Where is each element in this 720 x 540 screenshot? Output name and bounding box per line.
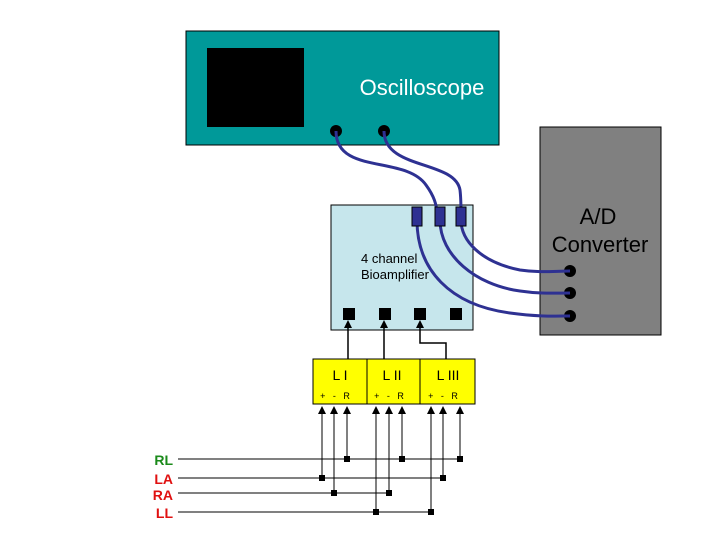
lead-box-3: L III + - R xyxy=(419,358,476,405)
electrode-label-ll: LL xyxy=(156,505,174,521)
bioamplifier-input-3 xyxy=(414,308,426,320)
lead-boxes: L I + - R L II + - R L III + - R xyxy=(312,358,476,405)
electrode-labels: RL LA RA LL xyxy=(153,452,174,521)
connector-2 xyxy=(434,206,446,227)
bioamplifier-label-line2: Bioamplifier xyxy=(361,267,430,282)
junction-dot xyxy=(344,456,350,462)
ad-converter-body xyxy=(539,126,662,336)
oscilloscope-screen xyxy=(207,48,304,127)
cable-converter-3 xyxy=(415,219,571,318)
electrode-label-la: LA xyxy=(154,471,173,487)
connector-1 xyxy=(411,206,423,227)
terminal-leads xyxy=(318,406,464,512)
junction-dot xyxy=(399,456,405,462)
junction-dot xyxy=(440,475,446,481)
lead-box-terminals: + - R xyxy=(428,391,458,401)
lead-box-1: L I + - R xyxy=(312,358,369,405)
cable-converter-2 xyxy=(438,219,571,295)
cable-converter-1 xyxy=(459,219,571,274)
oscilloscope-label: Oscilloscope xyxy=(360,75,485,100)
bioamplifier-input-2 xyxy=(379,308,391,320)
connector-3 xyxy=(455,206,467,227)
signal-cables xyxy=(334,130,571,318)
bioamplifier-label-line1: 4 channel xyxy=(361,251,417,266)
junction-dot xyxy=(331,490,337,496)
wire-lead3-amp xyxy=(416,320,447,359)
lead-box-terminals: + - R xyxy=(320,391,350,401)
lead-to-amplifier-wires xyxy=(344,320,447,359)
bioamplifier-input-4 xyxy=(450,308,462,320)
lead-box-label: L I xyxy=(332,367,347,383)
cable-scope-2 xyxy=(382,130,463,216)
lead-box-terminals: + - R xyxy=(374,391,404,401)
bioamplifier-input-1 xyxy=(343,308,355,320)
ad-converter-label-line1: A/D xyxy=(580,204,617,229)
bioamplifier: 4 channel Bioamplifier xyxy=(330,204,474,331)
electrode-bus xyxy=(178,458,460,513)
junction-dot xyxy=(428,509,434,515)
junction-dots xyxy=(319,456,463,515)
oscilloscope: Oscilloscope xyxy=(185,30,500,146)
junction-dot xyxy=(373,509,379,515)
bioamplifier-connectors xyxy=(411,206,467,227)
ad-converter-label-line2: Converter xyxy=(552,232,649,257)
ad-converter: A/D Converter xyxy=(539,126,662,336)
lead-box-2: L II + - R xyxy=(366,358,423,405)
electrode-label-ra: RA xyxy=(153,487,173,503)
cable-scope-1 xyxy=(334,130,439,216)
lead-box-label: L III xyxy=(437,367,460,383)
electrode-label-rl: RL xyxy=(154,452,173,468)
junction-dot xyxy=(319,475,325,481)
junction-dot xyxy=(386,490,392,496)
lead-box-label: L II xyxy=(383,367,402,383)
junction-dot xyxy=(457,456,463,462)
